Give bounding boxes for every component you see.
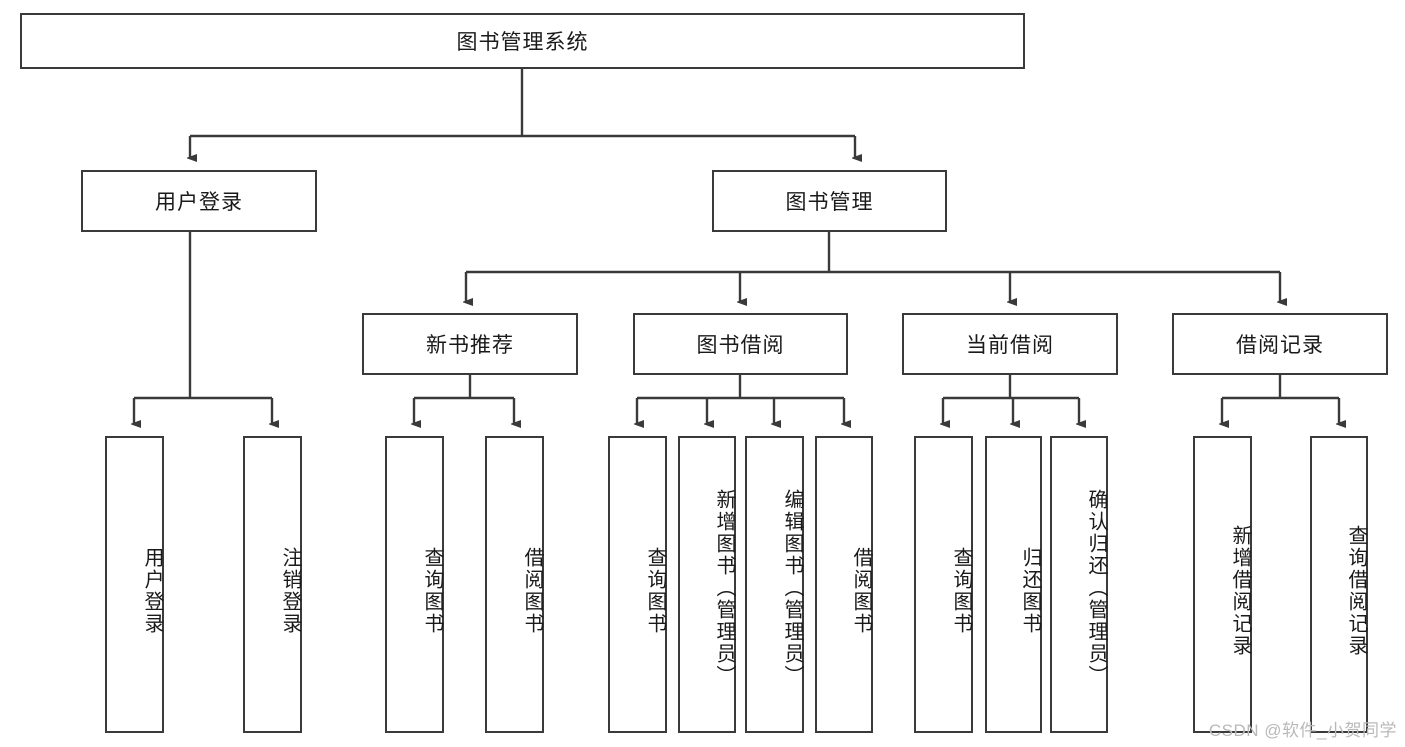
node-root[interactable]: 图书管理系统 <box>20 13 1025 69</box>
node-user-login-label: 用户登录 <box>155 191 243 214</box>
leaf-record-add-record[interactable]: 新增借阅记录 <box>1193 436 1252 733</box>
leaf-borrow-edit-book[interactable]: 编辑图书（管理员） <box>745 436 804 733</box>
node-borrow-record-label: 借阅记录 <box>1236 334 1324 357</box>
node-book-borrow[interactable]: 图书借阅 <box>633 313 848 375</box>
leaf-borrow-borrow-book[interactable]: 借阅图书 <box>815 436 873 733</box>
node-current-borrow-label: 当前借阅 <box>966 334 1054 357</box>
node-root-label: 图书管理系统 <box>456 31 589 54</box>
leaf-label: 用户登录 <box>141 546 163 635</box>
leaf-label: 新增借阅记录 <box>1229 524 1251 657</box>
leaf-label: 查询借阅记录 <box>1345 524 1367 657</box>
node-book-management-label: 图书管理 <box>785 191 874 214</box>
leaf-user-login-login[interactable]: 用户登录 <box>105 436 164 733</box>
leaf-recommend-query-book[interactable]: 查询图书 <box>385 436 444 733</box>
leaf-label: 查询图书 <box>950 546 972 635</box>
node-current-borrow[interactable]: 当前借阅 <box>902 313 1118 375</box>
leaf-user-login-logout[interactable]: 注销登录 <box>243 436 302 733</box>
leaf-current-return-book[interactable]: 归还图书 <box>985 436 1042 733</box>
leaf-label: 确认归还（管理员） <box>1085 488 1107 687</box>
leaf-current-query-book[interactable]: 查询图书 <box>914 436 973 733</box>
node-new-book-recommend-label: 新书推荐 <box>426 334 514 357</box>
node-book-borrow-label: 图书借阅 <box>696 334 785 357</box>
node-borrow-record[interactable]: 借阅记录 <box>1172 313 1388 375</box>
leaf-borrow-add-book[interactable]: 新增图书（管理员） <box>678 436 736 733</box>
leaf-current-confirm-return[interactable]: 确认归还（管理员） <box>1050 436 1108 733</box>
leaf-borrow-query-book[interactable]: 查询图书 <box>608 436 667 733</box>
node-new-book-recommend[interactable]: 新书推荐 <box>362 313 578 375</box>
leaf-label: 查询图书 <box>644 546 666 635</box>
node-book-management[interactable]: 图书管理 <box>712 170 947 232</box>
leaf-label: 借阅图书 <box>521 546 543 635</box>
leaf-record-query-record[interactable]: 查询借阅记录 <box>1310 436 1368 733</box>
watermark: CSDN @软件_小贺同学 <box>1208 721 1397 740</box>
node-user-login[interactable]: 用户登录 <box>81 170 317 232</box>
leaf-label: 查询图书 <box>421 546 443 635</box>
leaf-label: 新增图书（管理员） <box>713 488 735 687</box>
leaf-label: 编辑图书（管理员） <box>781 488 803 687</box>
leaf-label: 归还图书 <box>1019 546 1041 635</box>
leaf-label: 注销登录 <box>279 546 301 635</box>
leaf-label: 借阅图书 <box>850 546 872 635</box>
leaf-recommend-borrow-book[interactable]: 借阅图书 <box>485 436 544 733</box>
